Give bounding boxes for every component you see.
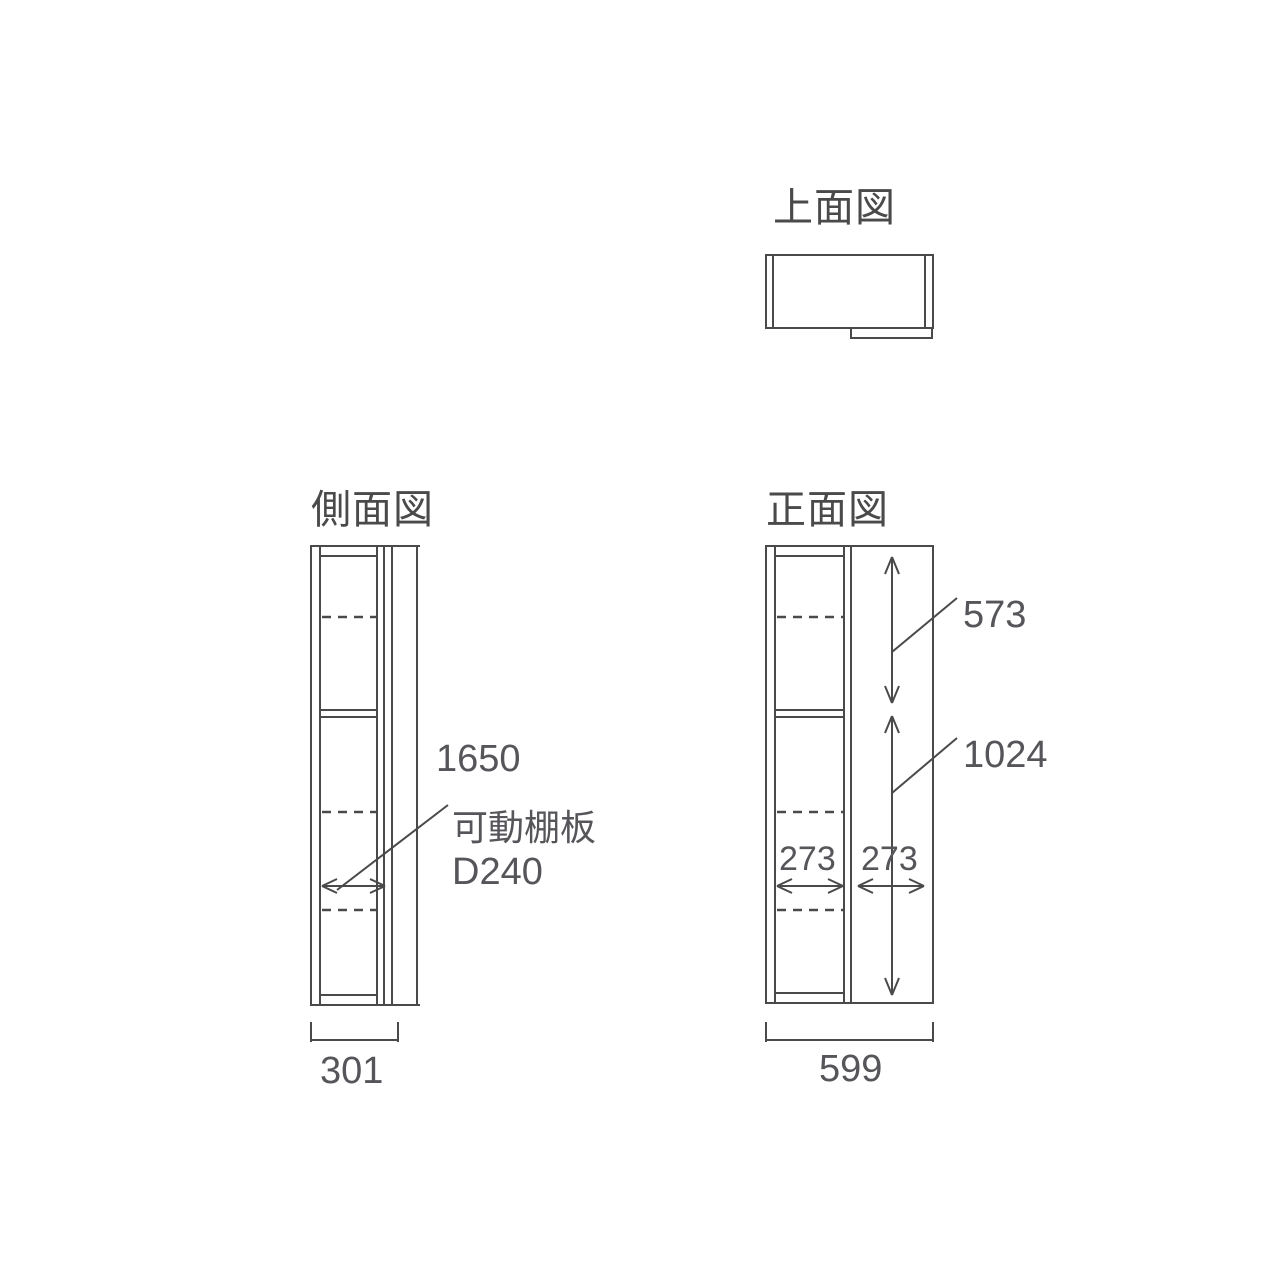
side-view-height-dimension (392, 545, 420, 1006)
front-upper-height-dimension-label: 573 (963, 594, 1027, 636)
top-view-title: 上面図 (773, 185, 896, 231)
front-lower-height-dimension-label: 1024 (963, 734, 1048, 776)
side-height-dimension-label: 1650 (436, 738, 521, 780)
side-view-width-dimension (310, 1022, 399, 1042)
movable-shelf-annotation: 可動棚板 D240 (452, 808, 596, 895)
side-view-shelf-pin-lines (322, 615, 376, 912)
front-view-lower-height-arrow (884, 715, 900, 996)
side-view-geometry (310, 545, 393, 1006)
front-view-right-width-arrow (857, 878, 925, 894)
front-view-left-width-arrow (776, 878, 844, 894)
front-view-geometry (765, 545, 934, 1004)
side-view-title: 側面図 (311, 487, 434, 533)
front-view-upper-height-arrow (884, 556, 900, 704)
front-total-width-dimension-label: 599 (819, 1048, 883, 1090)
side-width-dimension-label: 301 (320, 1050, 384, 1092)
front-view-width-dimension (765, 1022, 934, 1042)
movable-shelf-annotation-line1: 可動棚板 (452, 808, 597, 849)
movable-shelf-annotation-line2: D240 (452, 851, 543, 894)
top-view-geometry (765, 254, 934, 339)
front-left-width-dimension-label: 273 (779, 840, 836, 878)
front-view-shelf-pin-lines (777, 615, 843, 912)
movable-shelf-leader-line (336, 804, 449, 891)
front-right-width-dimension-label: 273 (861, 840, 918, 878)
upper-height-leader-line (891, 597, 958, 653)
lower-height-leader-line (891, 737, 958, 794)
side-view-depth-arrow (321, 878, 386, 894)
front-view-title: 正面図 (766, 487, 889, 533)
